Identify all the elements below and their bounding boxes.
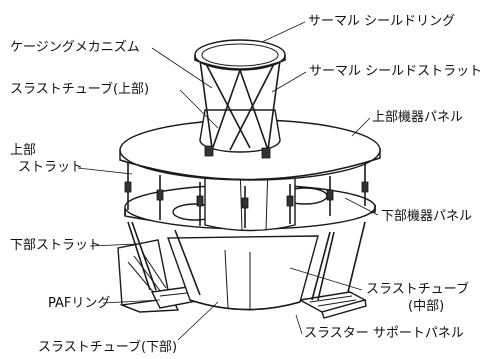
label-upper-strut-line2: ストラット xyxy=(18,160,84,175)
label-paf-ring: PAFリング xyxy=(48,296,111,311)
label-lower-strut: 下部ストラット xyxy=(10,238,102,253)
thermal-seal-struts xyxy=(199,59,281,159)
leader-lines xyxy=(77,21,379,341)
label-thermal-seal-strut: サーマル シールドストラット xyxy=(309,64,483,79)
label-upper-strut-line1: 上部 xyxy=(10,143,37,158)
thruster-support-panel-right xyxy=(297,291,367,319)
label-thrust-tube-middle-line2: (中部) xyxy=(408,299,445,314)
label-thermal-seal-ring: サーマル シールドリング xyxy=(308,14,456,29)
label-upper-equipment-panel: 上部機器パネル xyxy=(372,110,464,125)
upper-struts xyxy=(124,160,369,228)
label-thrust-tube-upper: スラストチューブ(上部) xyxy=(10,82,150,97)
thrust-tube-upper xyxy=(199,109,281,153)
label-thrust-tube-lower: スラストチューブ(下部) xyxy=(38,340,178,355)
lower-struts xyxy=(127,221,366,301)
thrust-tube-lower xyxy=(167,235,319,311)
thermal-seal-ring xyxy=(194,39,286,71)
label-caging-mechanism: ケージングメカニズム xyxy=(10,40,140,55)
label-thruster-support-panel: スラスター サポートパネル xyxy=(304,326,464,341)
label-thrust-tube-middle-line1: スラストチューブ xyxy=(366,282,469,297)
label-lower-equipment-panel: 下部機器パネル xyxy=(381,209,473,224)
